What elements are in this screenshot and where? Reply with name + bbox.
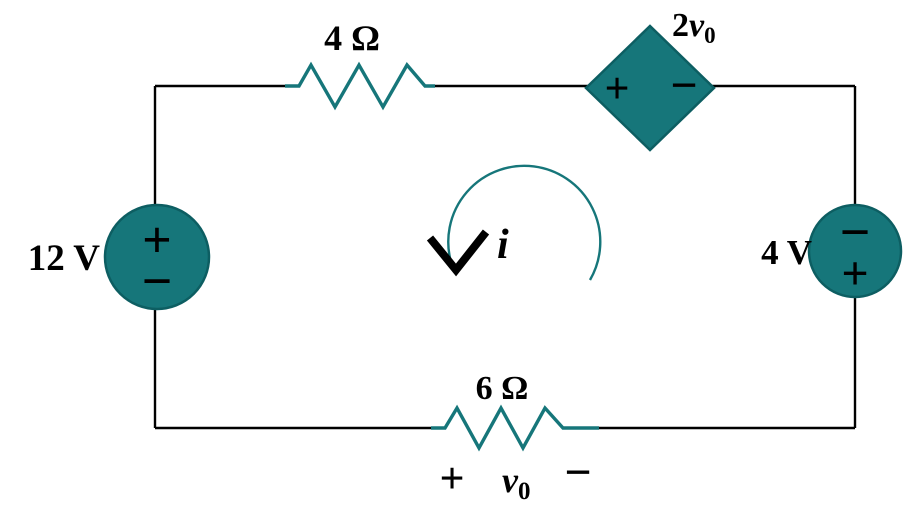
resistor-6ohm-symbol xyxy=(431,404,599,452)
dependent-source-plus-sign: + xyxy=(604,64,629,113)
resistor-6ohm-label: 6 Ω xyxy=(476,370,529,407)
source-4v-minus-sign: − xyxy=(840,202,871,262)
voltage-source-4v xyxy=(807,203,903,299)
source-4v-plus-sign: + xyxy=(841,247,868,300)
v0-minus-sign: − xyxy=(564,446,591,499)
current-arrow-icon xyxy=(426,229,490,277)
source-4v-label: 4 V xyxy=(761,233,812,272)
source-12v-label: 12 V xyxy=(28,238,101,279)
v0-label: v0 xyxy=(502,460,530,505)
resistor-4ohm-label: 4 Ω xyxy=(324,18,380,58)
loop-current-label: i xyxy=(497,222,509,268)
resistor-4ohm-symbol xyxy=(285,61,435,111)
dependent-source-minus-sign: − xyxy=(670,59,697,112)
dependent-source-diamond xyxy=(584,24,716,152)
v0-plus-sign: + xyxy=(439,454,464,503)
source-12v-minus-sign: − xyxy=(142,251,173,311)
dependent-source-label: 2v0 xyxy=(672,7,716,48)
source-12v-plus-sign: + xyxy=(142,212,172,269)
current-loop-arc xyxy=(447,164,602,281)
voltage-source-12v xyxy=(103,203,211,311)
